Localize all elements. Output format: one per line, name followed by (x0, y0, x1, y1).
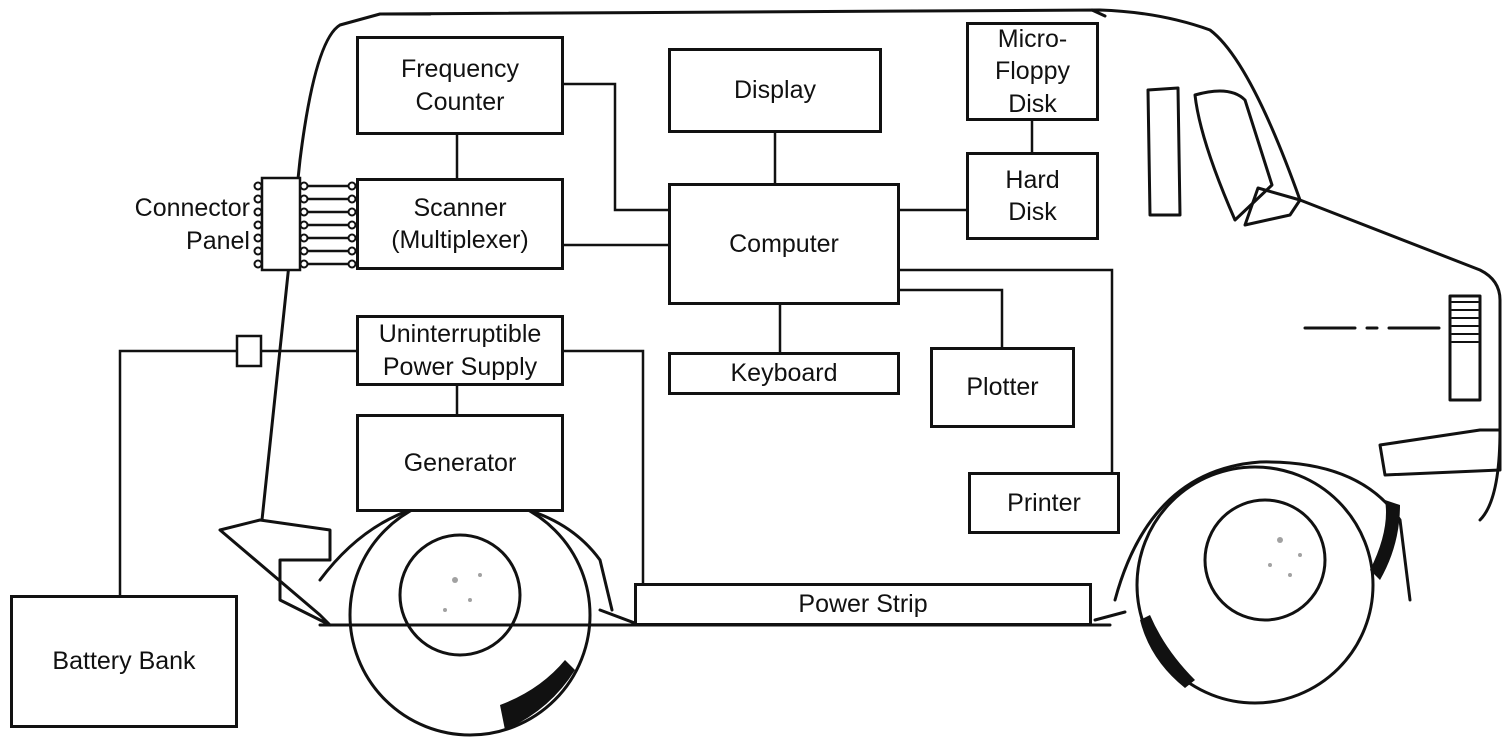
hard-disk-box: Hard Disk (966, 152, 1099, 240)
plotter-box: Plotter (930, 347, 1075, 428)
link-ups-powerstrip (564, 351, 643, 583)
grille (1450, 296, 1480, 400)
mirror (1245, 188, 1300, 225)
micro-floppy-disk-box: Micro- Floppy Disk (966, 22, 1099, 121)
connector-panel (262, 178, 300, 270)
junction-box (237, 336, 261, 366)
rear-wheel-arch (320, 500, 612, 610)
generator-box: Generator (356, 414, 564, 512)
rear-tire-shade (500, 660, 575, 730)
power-strip-box: Power Strip (634, 583, 1092, 626)
connector-panel-label: Connector Panel (100, 192, 250, 257)
rear-hub (400, 535, 520, 655)
front-wheel-arch (1115, 462, 1410, 600)
link-computer-plotter (900, 290, 1002, 347)
link-fc-computer (564, 84, 668, 210)
printer-box: Printer (968, 472, 1120, 534)
battery-bank-box: Battery Bank (10, 595, 238, 728)
link-battery-ups (120, 351, 356, 595)
front-bumper (1380, 430, 1500, 475)
door-window (1195, 91, 1272, 220)
grille-lines (1452, 302, 1478, 342)
frequency-counter-box: Frequency Counter (356, 36, 564, 135)
ups-box: Uninterruptible Power Supply (356, 315, 564, 386)
front-tire-shade (1140, 615, 1195, 688)
windshield (1148, 88, 1180, 215)
front-tire-shade-2 (1370, 500, 1400, 580)
keyboard-box: Keyboard (668, 352, 900, 395)
rear-tire (350, 495, 590, 735)
computer-box: Computer (668, 183, 900, 305)
scanner-multiplexer-box: Scanner (Multiplexer) (356, 178, 564, 270)
display-box: Display (668, 48, 882, 133)
front-hub (1205, 500, 1325, 620)
